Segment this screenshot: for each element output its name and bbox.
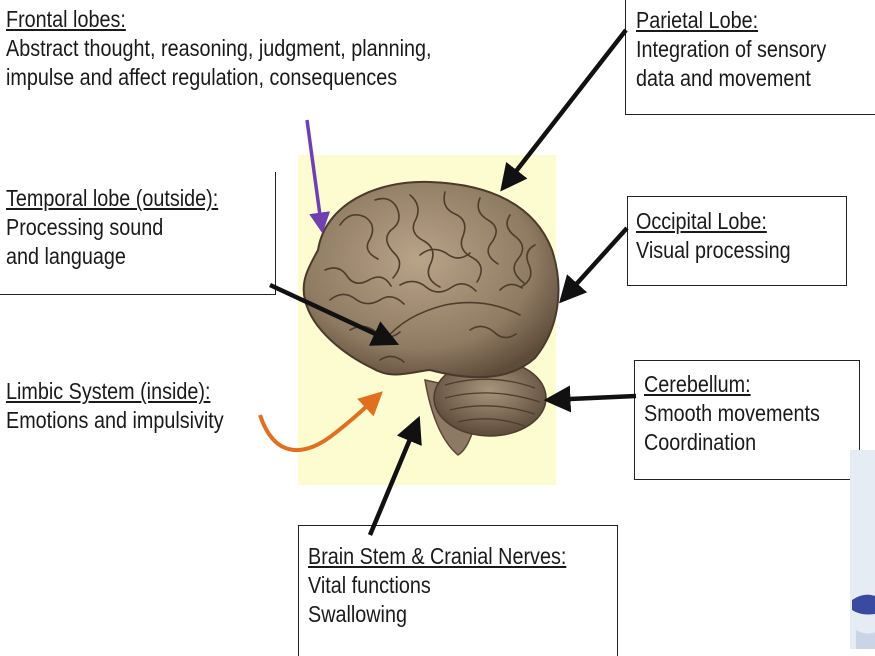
temporal-line-2: and language	[6, 242, 218, 271]
cerebellum-arrow	[548, 396, 636, 400]
temporal-heading: Temporal lobe (outside):	[6, 184, 218, 213]
brainstem-line-1: Vital functions	[308, 571, 566, 600]
cerebellum-label: Cerebellum: Smooth movements Coordinatio…	[644, 370, 820, 457]
temporal-label: Temporal lobe (outside): Processing soun…	[6, 184, 218, 271]
occipital-heading: Occipital Lobe:	[636, 207, 791, 236]
limbic-heading: Limbic System (inside):	[6, 377, 224, 406]
brainstem-label: Brain Stem & Cranial Nerves: Vital funct…	[308, 542, 566, 629]
brainstem-line-2: Swallowing	[308, 600, 566, 629]
cerebellum-line-1: Smooth movements	[644, 399, 820, 428]
corner-decorative-image	[850, 450, 875, 649]
parietal-arrow	[503, 30, 626, 188]
limbic-arrow	[260, 394, 380, 450]
temporal-line-1: Processing sound	[6, 213, 218, 242]
frontal-label: Frontal lobes: Abstract thought, reasoni…	[6, 5, 432, 92]
cerebellum-line-2: Coordination	[644, 428, 820, 457]
limbic-line-1: Emotions and impulsivity	[6, 406, 224, 435]
cerebellum-heading: Cerebellum:	[644, 370, 820, 399]
parietal-heading: Parietal Lobe:	[636, 6, 826, 35]
occipital-label: Occipital Lobe: Visual processing	[636, 207, 791, 265]
brainstem-heading: Brain Stem & Cranial Nerves:	[308, 542, 566, 571]
frontal-line-1: Abstract thought, reasoning, judgment, p…	[6, 34, 432, 63]
frontal-arrow	[307, 120, 322, 230]
brainstem-arrow	[370, 420, 418, 535]
parietal-line-1: Integration of sensory	[636, 35, 826, 64]
frontal-heading: Frontal lobes:	[6, 5, 432, 34]
occipital-arrow	[562, 228, 627, 300]
frontal-line-2: impulse and affect regulation, consequen…	[6, 63, 432, 92]
limbic-label: Limbic System (inside): Emotions and imp…	[6, 377, 224, 435]
parietal-line-2: data and movement	[636, 64, 826, 93]
parietal-label: Parietal Lobe: Integration of sensory da…	[636, 6, 826, 93]
occipital-line-1: Visual processing	[636, 236, 791, 265]
